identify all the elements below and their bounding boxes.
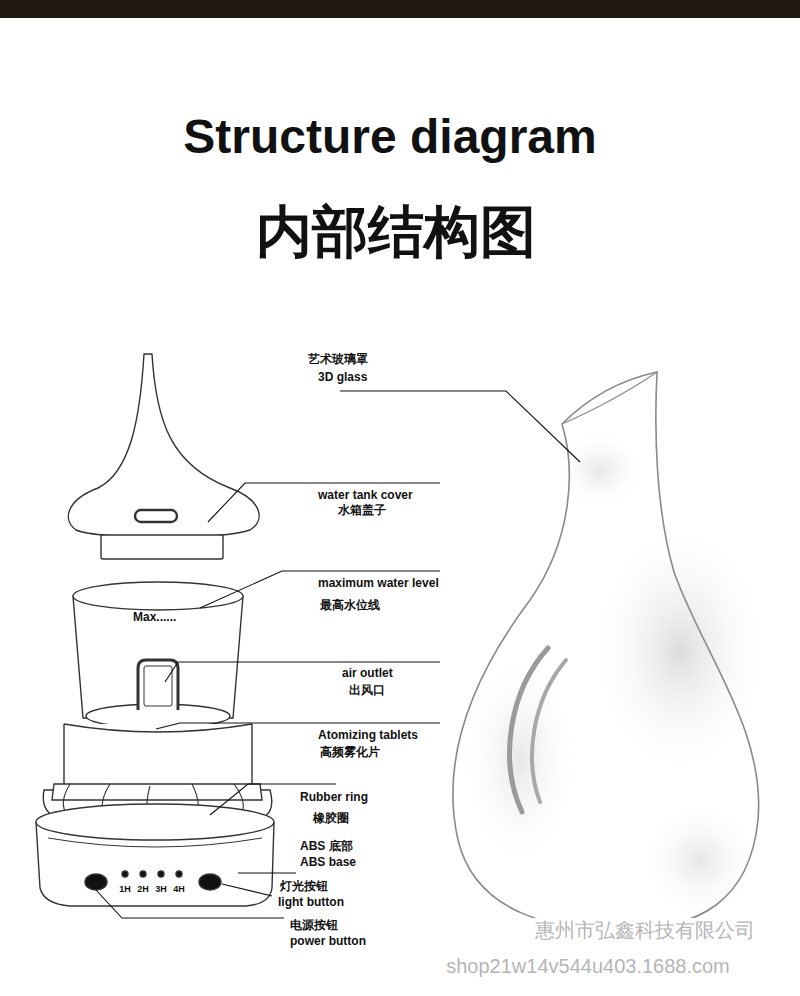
part-label: Atomizing tablets xyxy=(318,728,418,742)
part-label: 高频雾化片 xyxy=(320,745,380,759)
part-label: 3D glass xyxy=(318,370,367,384)
part-label: 电源按钮 xyxy=(290,918,338,932)
watermark: shop21w14v544u403.1688.com xyxy=(446,954,730,978)
part-label: light button xyxy=(278,895,344,909)
timer-label: 1H xyxy=(119,884,131,895)
top-band xyxy=(0,0,800,18)
part-label: 橡胶圈 xyxy=(313,811,349,825)
leader-lines xyxy=(96,391,580,918)
part-label: 艺术玻璃罩 xyxy=(308,352,368,366)
timer-label: 2H xyxy=(137,884,149,895)
part-label: Rubber ring xyxy=(300,790,368,804)
subtitle: 内部结构图 xyxy=(256,198,536,265)
part-label: maximum water level xyxy=(318,576,439,590)
part-label: ABS base xyxy=(300,855,356,869)
watermark: 惠州市弘鑫科技有限公司 xyxy=(533,918,757,942)
part-label: water tank cover xyxy=(318,488,413,502)
part-label: air outlet xyxy=(342,666,393,680)
part-label: 水箱盖子 xyxy=(338,503,386,517)
part-label: power button xyxy=(290,934,366,948)
main-title: Structure diagram xyxy=(183,108,596,166)
glass-vase xyxy=(453,372,770,930)
part-label: ABS 底部 xyxy=(300,839,353,853)
part-label: 出风口 xyxy=(349,683,385,697)
level-mark: Max...... xyxy=(133,610,176,624)
part-label: 灯光按钮 xyxy=(280,879,328,893)
timer-label: 4H xyxy=(173,884,185,895)
humidifier-drawing xyxy=(36,354,274,906)
part-label: 最高水位线 xyxy=(320,598,380,612)
timer-label: 3H xyxy=(155,884,167,895)
